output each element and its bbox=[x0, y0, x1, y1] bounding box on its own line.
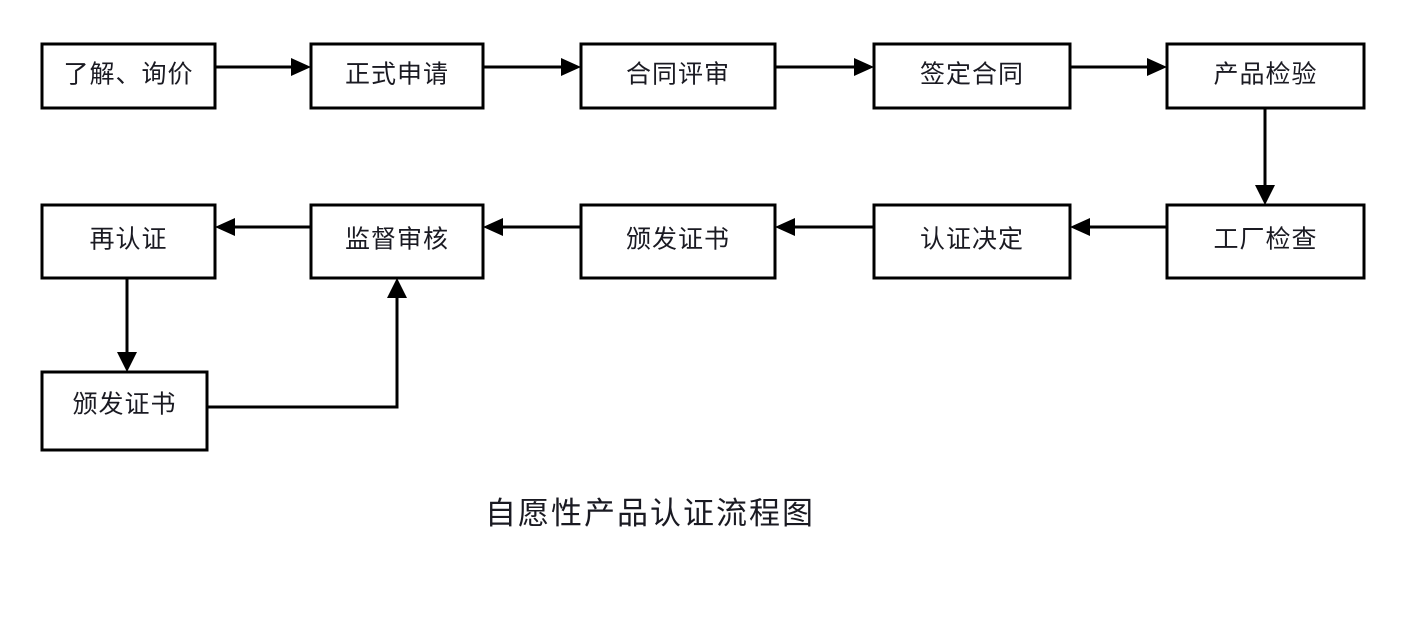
edge-issue-cert-to-supervision bbox=[483, 218, 581, 236]
node-label-factory-check: 工厂检查 bbox=[1213, 226, 1317, 254]
arrow-head-left-icon bbox=[775, 218, 795, 236]
arrow-head-right-icon bbox=[854, 58, 874, 76]
edge-inquiry-to-application bbox=[215, 58, 311, 76]
edge-application-to-contract-review bbox=[483, 58, 581, 76]
edge-factory-check-to-cert-decision bbox=[1070, 218, 1167, 236]
node-label-application: 正式申请 bbox=[345, 61, 449, 89]
node-label-inquiry: 了解、询价 bbox=[63, 61, 193, 89]
node-label-supervision: 监督审核 bbox=[345, 226, 449, 254]
node-contract-review[interactable]: 合同评审 bbox=[579, 42, 777, 110]
arrow-head-down-icon bbox=[1255, 185, 1275, 205]
node-factory-check[interactable]: 工厂检查 bbox=[1165, 203, 1366, 280]
arrow-head-up-icon bbox=[387, 278, 407, 298]
edge-supervision-to-recert bbox=[215, 218, 311, 236]
node-application[interactable]: 正式申请 bbox=[309, 42, 485, 110]
edge-contract-review-to-sign-contract bbox=[775, 58, 874, 76]
node-recert[interactable]: 再认证 bbox=[40, 203, 217, 280]
node-label-cert-decision: 认证决定 bbox=[920, 226, 1024, 254]
arrow-head-left-icon bbox=[1070, 218, 1090, 236]
node-label-contract-review: 合同评审 bbox=[626, 61, 730, 89]
node-sign-contract[interactable]: 签定合同 bbox=[872, 42, 1072, 110]
node-label-product-test: 产品检验 bbox=[1213, 61, 1317, 89]
edge-issue-cert-2-to-supervision bbox=[207, 278, 407, 409]
node-label-sign-contract: 签定合同 bbox=[920, 61, 1024, 89]
arrow-head-left-icon bbox=[215, 218, 235, 236]
arrow-head-down-icon bbox=[117, 352, 137, 372]
arrow-head-right-icon bbox=[561, 58, 581, 76]
node-label-recert: 再认证 bbox=[89, 226, 167, 254]
edge-sign-contract-to-product-test bbox=[1070, 58, 1167, 76]
node-supervision[interactable]: 监督审核 bbox=[309, 203, 485, 280]
arrow-head-right-icon bbox=[1147, 58, 1167, 76]
node-issue-cert-1[interactable]: 颁发证书 bbox=[579, 203, 777, 280]
node-issue-cert-2[interactable]: 颁发证书 bbox=[40, 370, 209, 452]
edge-cert-decision-to-issue-cert bbox=[775, 218, 874, 236]
edge-product-test-to-factory-check bbox=[1255, 108, 1275, 205]
node-product-test[interactable]: 产品检验 bbox=[1165, 42, 1366, 110]
node-inquiry[interactable]: 了解、询价 bbox=[40, 42, 217, 110]
node-label-issue-cert-2: 颁发证书 bbox=[72, 391, 176, 419]
edge-recert-to-issue-cert-2 bbox=[117, 278, 137, 372]
arrow-head-left-icon bbox=[483, 218, 503, 236]
node-cert-decision[interactable]: 认证决定 bbox=[872, 203, 1072, 280]
diagram-caption: 自愿性产品认证流程图 bbox=[485, 496, 815, 531]
node-label-issue-cert-1: 颁发证书 bbox=[626, 226, 730, 254]
arrow-head-right-icon bbox=[291, 58, 311, 76]
